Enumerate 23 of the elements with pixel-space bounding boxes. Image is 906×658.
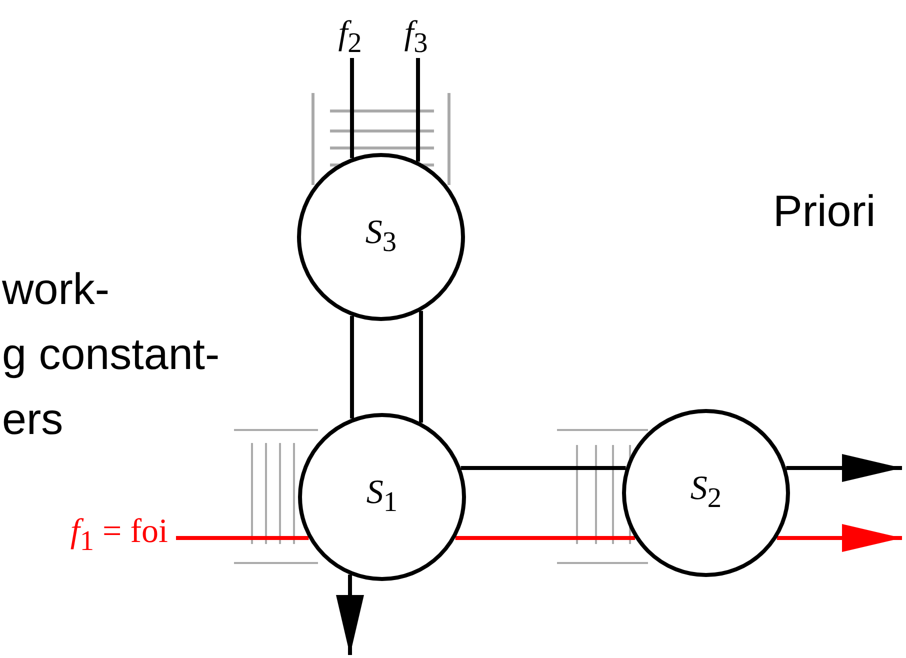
arrow — [786, 454, 902, 482]
connector-line — [455, 536, 636, 540]
caption-text: work- — [2, 268, 110, 312]
caption-text: g constant- — [2, 333, 220, 377]
flow-label: f$_{3}$ — [404, 17, 428, 59]
connector-line — [350, 58, 354, 158]
caption-text: ers — [2, 398, 64, 442]
connector-line — [350, 316, 354, 419]
server-label: S$_{3}$ — [365, 216, 397, 258]
caption-text: Priori — [773, 190, 876, 234]
arrow — [776, 524, 902, 552]
server-circle — [622, 409, 790, 577]
connector-line — [419, 310, 423, 423]
connector-line — [416, 58, 420, 162]
arrow — [336, 574, 364, 655]
server-label: S$_{2}$ — [690, 472, 722, 514]
server-circle — [297, 153, 465, 321]
server-circle — [298, 413, 466, 581]
connector-line — [176, 536, 309, 540]
connector-line — [460, 466, 626, 470]
server-label: S$_{1}$ — [366, 476, 398, 518]
flow-label: f$_{2}$ — [338, 17, 362, 59]
flow-label: f$_{1}$ = foi — [70, 515, 168, 557]
